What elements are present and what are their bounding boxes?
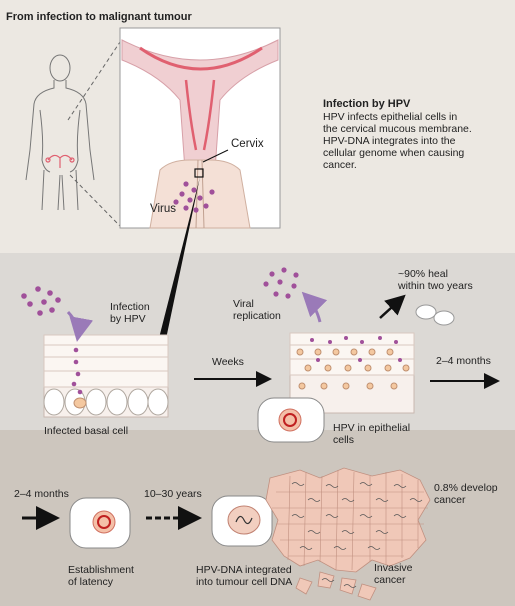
infected-basal-cell-label: Infected basal cell — [44, 425, 129, 437]
zoom-line-top — [67, 41, 121, 121]
right-epithelium — [289, 332, 415, 414]
years-label: 10–30 years — [144, 488, 202, 500]
human-figure — [25, 54, 95, 211]
months-label-left: 2–4 months — [14, 488, 69, 500]
left-virus-cloud — [21, 286, 61, 316]
latency-label: Establishment of latency — [68, 564, 134, 588]
tumour-dna-squiggles — [291, 482, 423, 588]
weeks-label: Weeks — [212, 356, 244, 368]
integrated-cell — [211, 495, 273, 547]
heal-label: ~90% heal within two years — [398, 268, 473, 292]
right-virus-cloud — [263, 267, 299, 299]
integrated-label: HPV-DNA integrated into tumour cell DNA — [196, 564, 293, 588]
develop-cancer-label: 0.8% develop cancer — [434, 482, 498, 506]
large-cell-middle — [257, 397, 325, 443]
zoom-line-bottom — [69, 174, 121, 227]
viral-replication-label: Viral replication — [233, 298, 281, 322]
tumour-mass — [265, 467, 431, 601]
cervix-leader — [202, 149, 229, 163]
healed-cells — [415, 304, 455, 326]
latency-cell — [69, 497, 131, 549]
infection-heading: Infection by HPV — [323, 98, 411, 110]
left-epithelium — [43, 334, 169, 418]
heal-arrow — [379, 294, 406, 319]
infection-by-hpv-label: Infection by HPV — [110, 301, 150, 325]
invasive-cancer-label: Invasive cancer — [374, 562, 413, 586]
infection-arrow — [66, 310, 94, 342]
small-uterus-icon — [45, 154, 75, 168]
virus-label: Virus — [150, 203, 176, 215]
months-label-right: 2–4 months — [436, 355, 491, 367]
zoom-connector — [159, 177, 200, 339]
cervix-label: Cervix — [231, 138, 264, 150]
page-title: From infection to malignant tumour — [6, 11, 192, 23]
tumour-cell-grid — [272, 469, 428, 571]
zoom-square — [194, 168, 204, 178]
uterus-drawing — [121, 39, 279, 229]
hpv-epithelial-label: HPV in epithelial cells — [333, 422, 411, 446]
infection-body: HPV infects epithelial cells in the cerv… — [323, 111, 472, 171]
replication-arrow — [301, 291, 328, 323]
virus-dots — [173, 181, 215, 213]
